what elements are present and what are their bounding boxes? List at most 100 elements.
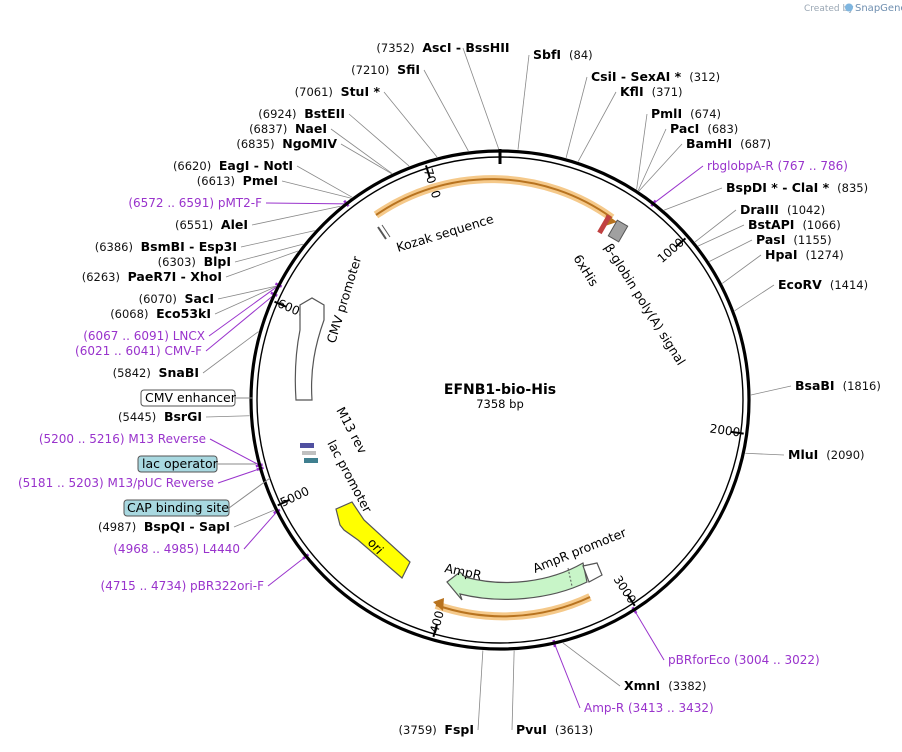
tick-label: 5000 bbox=[278, 484, 312, 510]
his-tag-mark bbox=[597, 214, 612, 235]
primer-label: (4715 .. 4734) pBR322ori-F bbox=[101, 579, 265, 593]
svg-text:(6924) BstEII: (6924) BstEII bbox=[258, 106, 345, 121]
enzyme-site-label: (7210) SfiI bbox=[351, 62, 420, 77]
svg-text:(6613) PmeI: (6613) PmeI bbox=[197, 173, 278, 188]
tick-mark bbox=[674, 237, 687, 248]
svg-text:(6837) NaeI: (6837) NaeI bbox=[249, 121, 327, 136]
enzyme-site-label: PmlI(674) bbox=[651, 106, 721, 121]
svg-text:(7352) AscI - BssHII: (7352) AscI - BssHII bbox=[376, 40, 509, 55]
enzyme-site-label: (6613) PmeI bbox=[197, 173, 278, 188]
tick-mark bbox=[277, 498, 290, 507]
enzyme-site-label: (6070) SacI bbox=[139, 291, 214, 306]
primer-label: (5200 .. 5216) M13 Reverse bbox=[39, 432, 206, 446]
snapgene-logo-icon bbox=[845, 3, 853, 12]
tick-mark bbox=[730, 430, 744, 435]
enzyme-site-label: CsiI - SexAI *(312) bbox=[591, 69, 720, 84]
svg-text:(6835) NgoMIV: (6835) NgoMIV bbox=[236, 136, 337, 151]
svg-text:HpaI(1274): HpaI(1274) bbox=[765, 247, 844, 262]
ampr-promoter-arrow bbox=[582, 562, 603, 583]
svg-text:BamHI(687): BamHI(687) bbox=[686, 136, 771, 151]
tick-mark bbox=[626, 594, 636, 607]
brand-text: SnapGene bbox=[855, 3, 902, 14]
cmv-promoter-label: CMV promoter bbox=[324, 254, 365, 345]
svg-text:MluI(2090): MluI(2090) bbox=[788, 447, 865, 462]
credit-text: Created by bbox=[804, 4, 854, 14]
svg-text:CsiI - SexAI *(312): CsiI - SexAI *(312) bbox=[591, 69, 720, 84]
enzyme-site-label: (3759) FspI bbox=[399, 722, 474, 737]
enzyme-site-label: PvuI(3613) bbox=[516, 722, 593, 737]
svg-text:XmnI(3382): XmnI(3382) bbox=[624, 678, 706, 693]
primer-label: rbglobpA-R (767 .. 786) bbox=[707, 159, 848, 173]
tick-mark bbox=[274, 300, 287, 308]
svg-text:(4987) BspQI - SapI: (4987) BspQI - SapI bbox=[98, 519, 230, 534]
svg-text:(5842) SnaBI: (5842) SnaBI bbox=[113, 365, 199, 380]
boxed-feature-lac-operator: lac operator bbox=[137, 455, 219, 473]
tick-label: 3000 bbox=[611, 573, 639, 606]
enzyme-site-label: (6620) EagI - NotI bbox=[173, 158, 293, 173]
svg-text:BspDI * - ClaI *(835): BspDI * - ClaI *(835) bbox=[726, 180, 868, 195]
orf-halo bbox=[373, 175, 615, 222]
enzyme-site-label: (6068) Eco53kI bbox=[110, 306, 211, 321]
svg-text:PacI(683): PacI(683) bbox=[670, 121, 738, 136]
svg-text:lac operator: lac operator bbox=[142, 456, 219, 471]
boxed-feature-cmv-enhancer: CMV enhancer bbox=[140, 389, 237, 407]
svg-text:PasI(1155): PasI(1155) bbox=[756, 232, 832, 247]
ampr-orf-arc bbox=[435, 596, 591, 618]
svg-text:(6263) PaeR7I - XhoI: (6263) PaeR7I - XhoI bbox=[82, 269, 222, 284]
enzyme-site-label: (7061) StuI * bbox=[295, 84, 381, 99]
enzyme-site-label: (6263) PaeR7I - XhoI bbox=[82, 269, 222, 284]
enzyme-site-label: (6303) BlpI bbox=[158, 254, 231, 269]
enzyme-site-label: (4987) BspQI - SapI bbox=[98, 519, 230, 534]
enzyme-site-label: (7352) AscI - BssHII bbox=[376, 40, 509, 55]
svg-text:(7061) StuI *: (7061) StuI * bbox=[295, 84, 381, 99]
enzyme-site-label: HpaI(1274) bbox=[765, 247, 844, 262]
primer-label: (5181 .. 5203) M13/pUC Reverse bbox=[18, 476, 214, 490]
enzyme-site-label: EcoRV(1414) bbox=[778, 277, 868, 292]
lac-operator-mark bbox=[302, 451, 316, 455]
svg-text:EcoRV(1414): EcoRV(1414) bbox=[778, 277, 868, 292]
svg-text:(6070) SacI: (6070) SacI bbox=[139, 291, 214, 306]
svg-text:BstAPI(1066): BstAPI(1066) bbox=[748, 217, 841, 232]
ori-arrow bbox=[335, 501, 411, 579]
cmv-promoter-arrow bbox=[294, 297, 325, 401]
enzyme-site-label: XmnI(3382) bbox=[624, 678, 706, 693]
tick-label: 2000 bbox=[709, 421, 741, 439]
plasmid-length: 7358 bp bbox=[476, 397, 524, 411]
svg-text:(7210) SfiI: (7210) SfiI bbox=[351, 62, 420, 77]
svg-text:CMV enhancer: CMV enhancer bbox=[145, 390, 237, 405]
enzyme-site-label: (5842) SnaBI bbox=[113, 365, 199, 380]
kozak-mark bbox=[377, 226, 387, 240]
svg-text:PmlI(674): PmlI(674) bbox=[651, 106, 721, 121]
primer-label: pBRforEco (3004 .. 3022) bbox=[668, 653, 820, 667]
enzyme-site-label: MluI(2090) bbox=[788, 447, 865, 462]
cap-site-mark bbox=[304, 458, 318, 463]
enzyme-site-label: BamHI(687) bbox=[686, 136, 771, 151]
svg-text:PvuI(3613): PvuI(3613) bbox=[516, 722, 593, 737]
plasmid-name: EFNB1-bio-His bbox=[444, 382, 556, 398]
enzyme-site-label: (5445) BsrGI bbox=[118, 409, 202, 424]
his-label: 6xHis bbox=[570, 252, 601, 289]
svg-text:CAP binding site: CAP binding site bbox=[127, 500, 229, 515]
enzyme-site-label: (6551) AleI bbox=[175, 217, 248, 232]
enzyme-site-label: (6837) NaeI bbox=[249, 121, 327, 136]
enzyme-site-label: (6386) BsmBI - Esp3I bbox=[95, 239, 237, 254]
globin-label: β-globin poly(A) signal bbox=[601, 241, 688, 368]
tick-mark bbox=[432, 624, 438, 638]
enzyme-site-label: (6835) NgoMIV bbox=[236, 136, 337, 151]
svg-text:(3759) FspI: (3759) FspI bbox=[399, 722, 474, 737]
primer-label: Amp-R (3413 .. 3432) bbox=[584, 701, 714, 715]
svg-text:SbfI(84): SbfI(84) bbox=[533, 47, 593, 62]
enzyme-site-label: BspDI * - ClaI *(835) bbox=[726, 180, 868, 195]
enzyme-site-label: PacI(683) bbox=[670, 121, 738, 136]
svg-text:(6303) BlpI: (6303) BlpI bbox=[158, 254, 231, 269]
svg-text:BsaBI(1816): BsaBI(1816) bbox=[795, 378, 881, 393]
primer-label: (4968 .. 4985) L4440 bbox=[113, 542, 240, 556]
svg-text:(6551) AleI: (6551) AleI bbox=[175, 217, 248, 232]
m13-rev-mark bbox=[300, 443, 314, 448]
primer-label: (6572 .. 6591) pMT2-F bbox=[128, 196, 262, 210]
svg-text:(6386) BsmBI - Esp3I: (6386) BsmBI - Esp3I bbox=[95, 239, 237, 254]
globin-polya-box bbox=[607, 219, 629, 243]
enzyme-site-label: PasI(1155) bbox=[756, 232, 832, 247]
enzyme-site-label: DraIII(1042) bbox=[740, 202, 825, 217]
